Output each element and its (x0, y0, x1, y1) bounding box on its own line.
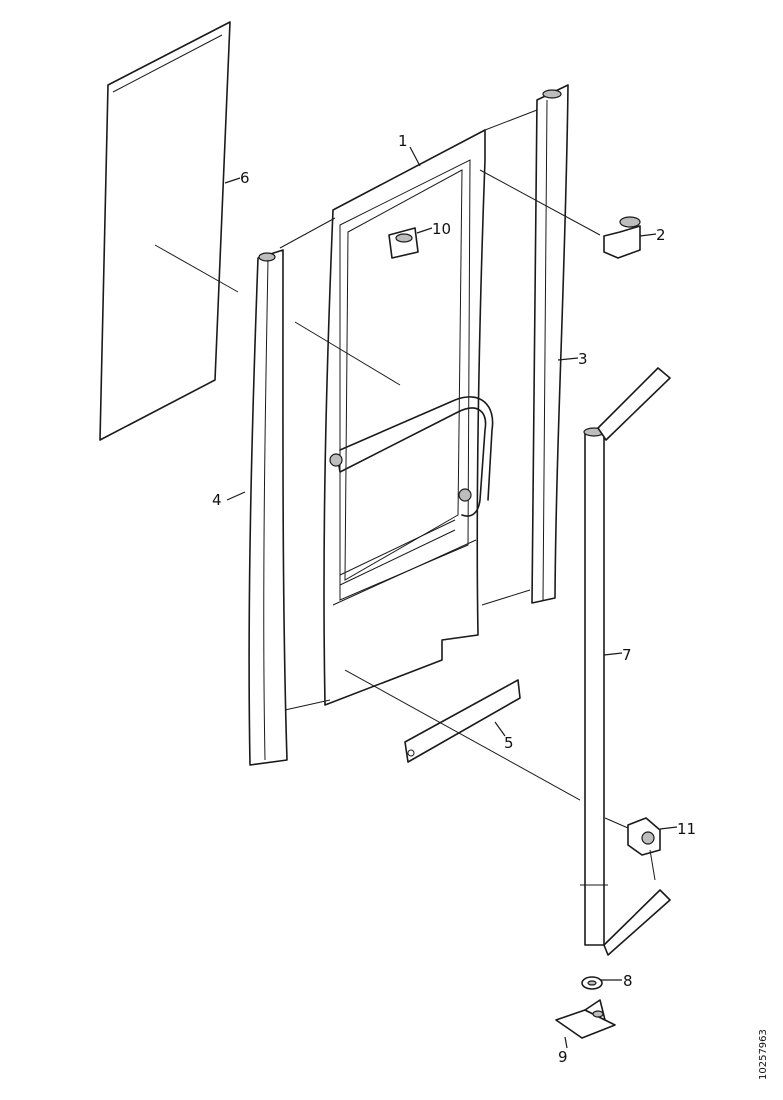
callout-7: 7 (622, 646, 632, 664)
callout-6: 6 (240, 169, 250, 187)
callout-9: 9 (558, 1048, 568, 1066)
upper-hinge-part (388, 227, 419, 259)
callout-8: 8 (623, 972, 633, 990)
right-post-part (531, 84, 569, 604)
callout-10: 10 (432, 220, 451, 238)
bushing-part (581, 976, 603, 990)
callout-4: 4 (212, 491, 222, 509)
base-plate-part (555, 999, 616, 1039)
glass-pane-part (99, 21, 231, 441)
callout-labels: 1 2 3 4 5 6 7 8 9 10 11 (212, 132, 696, 1066)
callout-3: 3 (578, 350, 588, 368)
callout-11: 11 (677, 820, 696, 838)
lower-hinge-part (627, 817, 661, 856)
leader-lines (224, 146, 678, 1049)
pole-part (580, 367, 671, 956)
callout-2: 2 (656, 226, 666, 244)
top-hinge-bracket-part (603, 216, 641, 259)
callout-1: 1 (398, 132, 408, 150)
left-post-part (248, 249, 288, 766)
assembly-lines (154, 109, 656, 881)
sill-bracket-part (404, 679, 521, 763)
door-frame-part (323, 129, 494, 706)
document-number: 10257963 (758, 1029, 769, 1080)
callout-5: 5 (504, 734, 514, 752)
